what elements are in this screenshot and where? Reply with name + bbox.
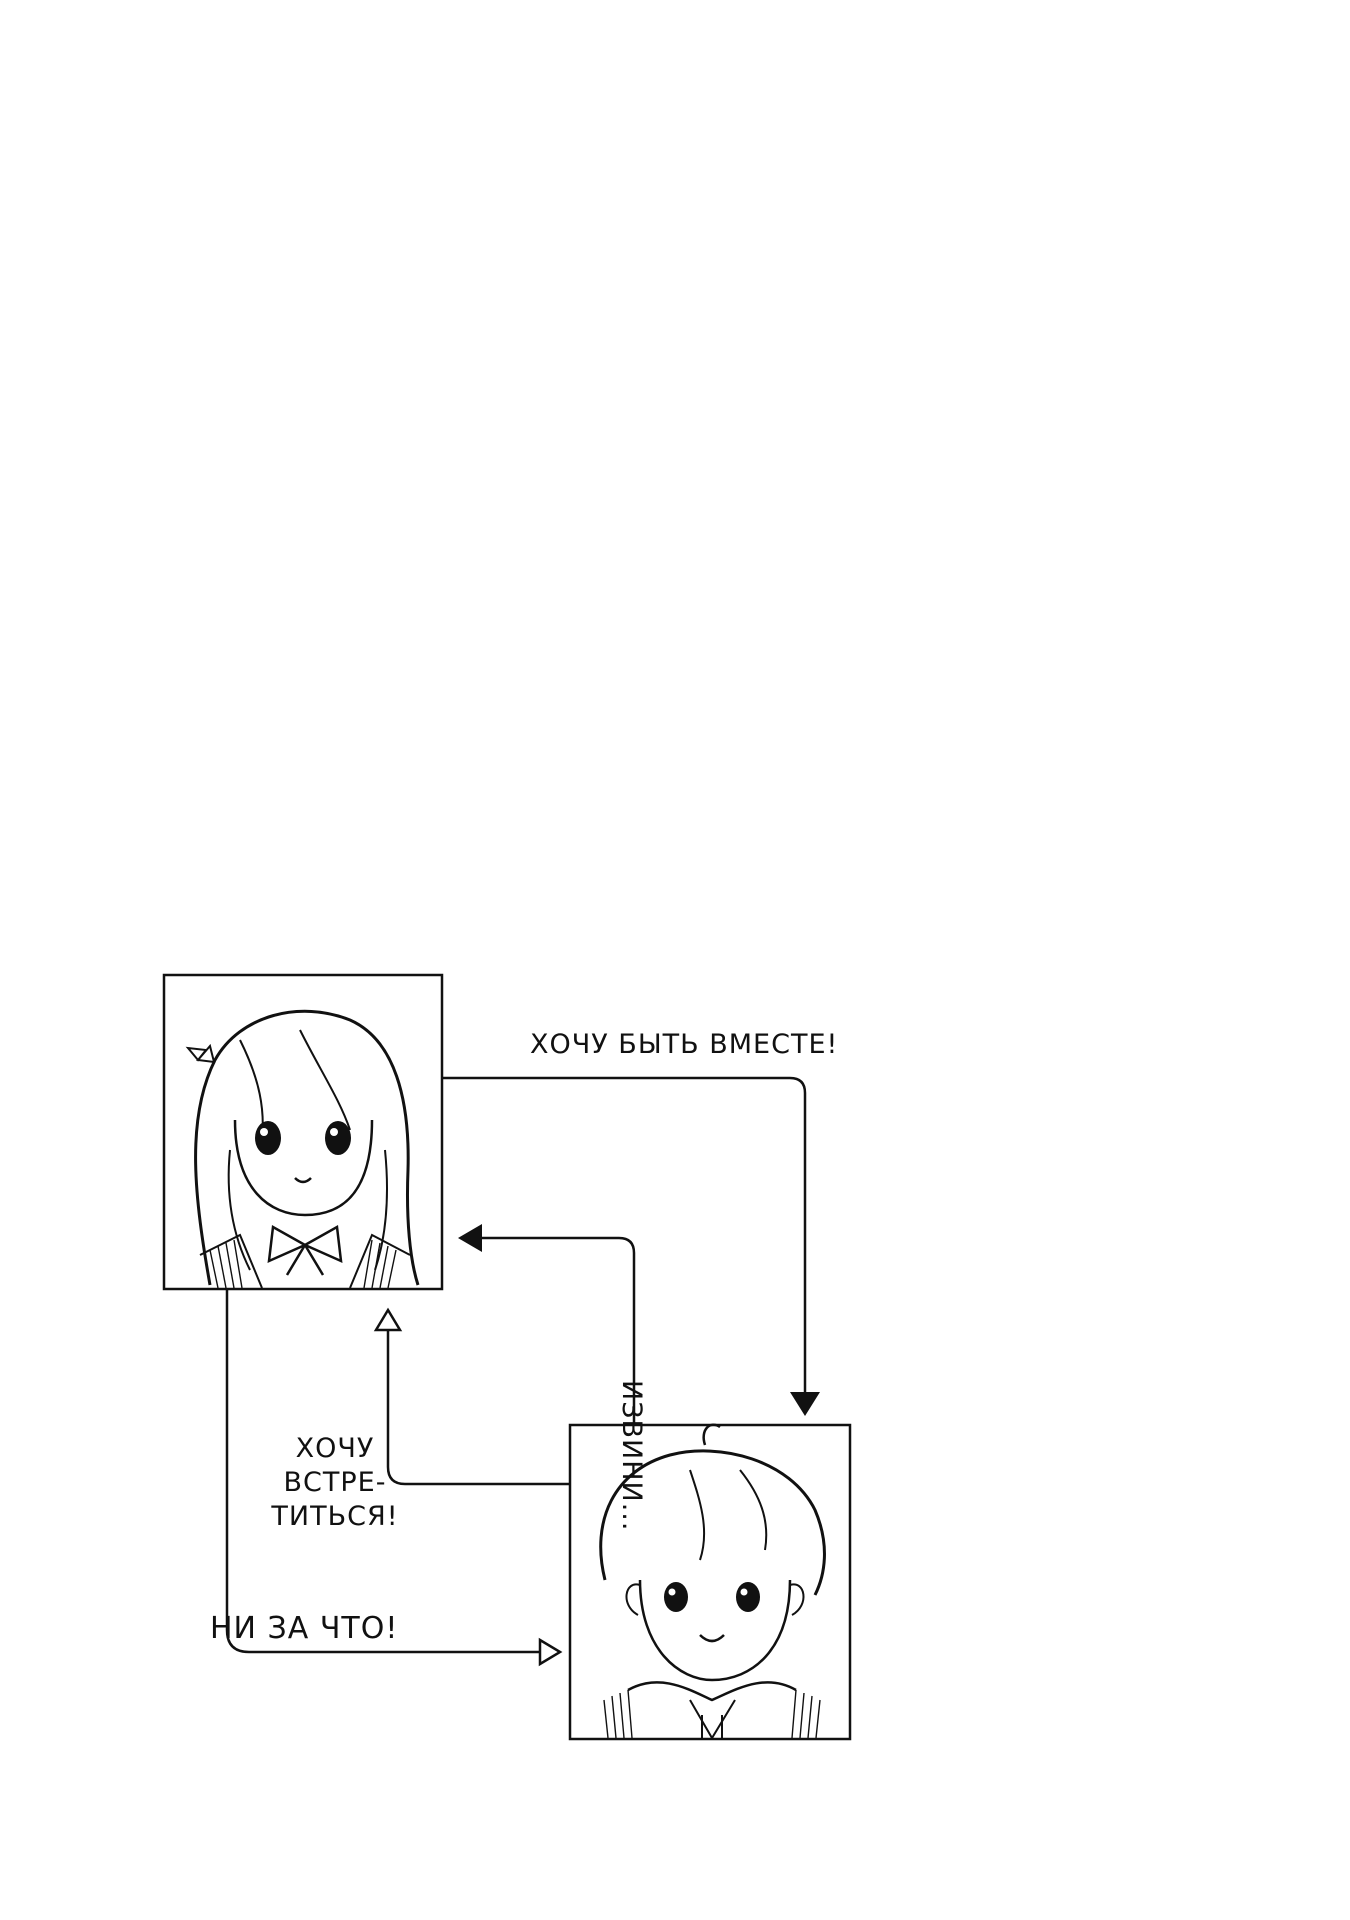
arrow-label-no-way: НИ ЗА ЧТО! xyxy=(210,1611,399,1646)
girl-portrait-icon xyxy=(162,973,444,1291)
boy-portrait-icon xyxy=(568,1423,852,1741)
arrow-wish-together xyxy=(442,1076,820,1416)
arrow-want-to-meet xyxy=(373,1307,570,1486)
arrow-label-want-to-meet: ХОЧУ ВСТРЕ- ТИТЬСЯ! xyxy=(270,1432,400,1533)
arrow-label-wish-together: ХОЧУ БЫТЬ ВМЕСТЕ! xyxy=(530,1029,839,1060)
arrow-no-way xyxy=(225,1289,563,1667)
arrow-label-sorry: ИЗВИНИ... xyxy=(616,1380,647,1532)
arrow-sorry xyxy=(458,1224,636,1425)
want-to-meet-line-1: ХОЧУ xyxy=(295,1433,375,1464)
want-to-meet-line-3: ТИТЬСЯ! xyxy=(271,1500,399,1532)
want-to-meet-line-2: ВСТРЕ- xyxy=(283,1466,387,1498)
